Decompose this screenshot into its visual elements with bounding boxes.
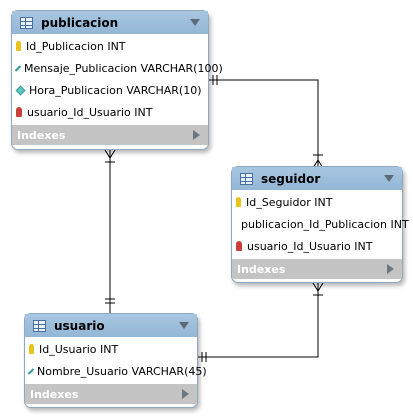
column-label: Id_Publicacion INT bbox=[26, 39, 126, 53]
table-icon bbox=[33, 319, 46, 332]
column-label: Mensaje_Publicacion VARCHAR(100) bbox=[24, 61, 223, 75]
column-diamond-icon bbox=[14, 64, 22, 72]
many-marker-crow bbox=[312, 282, 319, 292]
column-label: Id_Seguidor INT bbox=[246, 195, 333, 209]
expand-arrow-icon[interactable] bbox=[182, 389, 189, 399]
column-label: usuario_Id_Usuario INT bbox=[247, 239, 373, 253]
column-label: usuario_Id_Usuario INT bbox=[27, 105, 153, 119]
relationship-publicacion-seguidor bbox=[209, 79, 319, 168]
column-row[interactable]: Id_Seguidor INT bbox=[232, 191, 402, 213]
table-header[interactable]: publicacion bbox=[12, 11, 208, 34]
column-label: Hora_Publicacion VARCHAR(10) bbox=[29, 83, 202, 97]
table-seguidor[interactable]: seguidor Id_Seguidor INT publicacion_Id_… bbox=[231, 166, 409, 283]
indexes-label: Indexes bbox=[17, 128, 66, 142]
column-row[interactable]: Hora_Publicacion VARCHAR(10) bbox=[12, 79, 208, 101]
expand-arrow-icon[interactable] bbox=[193, 130, 200, 140]
column-row[interactable]: Nombre_Usuario VARCHAR(45) bbox=[25, 360, 207, 382]
table-icon bbox=[20, 16, 33, 29]
indexes-label: Indexes bbox=[30, 387, 79, 401]
column-row[interactable]: publicacion_Id_Publicacion INT bbox=[232, 213, 409, 235]
indexes-section[interactable]: Indexes bbox=[25, 384, 197, 404]
indexes-section[interactable]: Indexes bbox=[232, 259, 402, 279]
table-name: seguidor bbox=[261, 171, 321, 186]
column-label: Id_Usuario INT bbox=[39, 342, 119, 356]
column-row[interactable]: Id_Publicacion INT bbox=[12, 35, 208, 57]
indexes-section[interactable]: Indexes bbox=[12, 125, 208, 145]
collapse-arrow-icon[interactable] bbox=[384, 175, 394, 182]
column-diamond-icon bbox=[15, 85, 26, 95]
table-icon bbox=[240, 172, 253, 185]
column-row[interactable]: Mensaje_Publicacion VARCHAR(100) bbox=[12, 57, 223, 79]
primary-key-icon bbox=[16, 41, 21, 51]
column-label: publicacion_Id_Publicacion INT bbox=[241, 217, 409, 231]
primary-key-icon bbox=[29, 344, 34, 354]
foreign-key-icon bbox=[236, 241, 242, 251]
indexes-label: Indexes bbox=[237, 262, 286, 276]
table-header[interactable]: usuario bbox=[25, 314, 197, 337]
column-row[interactable]: usuario_Id_Usuario INT bbox=[12, 101, 208, 123]
table-publicacion[interactable]: publicacion Id_Publicacion INT Mensaje_P… bbox=[11, 10, 223, 150]
foreign-key-icon bbox=[16, 107, 22, 117]
primary-key-icon bbox=[236, 197, 241, 207]
table-name: usuario bbox=[54, 318, 105, 333]
many-marker-crow bbox=[109, 149, 116, 159]
column-row[interactable]: usuario_Id_Usuario INT bbox=[232, 235, 402, 257]
table-header[interactable]: seguidor bbox=[232, 167, 402, 190]
table-name: publicacion bbox=[41, 15, 119, 30]
column-row[interactable]: Id_Usuario INT bbox=[25, 338, 197, 360]
column-diamond-icon bbox=[27, 367, 35, 375]
collapse-arrow-icon[interactable] bbox=[179, 322, 189, 329]
collapse-arrow-icon[interactable] bbox=[190, 19, 200, 26]
table-usuario[interactable]: usuario Id_Usuario INT Nombre_Usuario VA… bbox=[24, 313, 207, 408]
many-marker-crow bbox=[317, 282, 324, 292]
expand-arrow-icon[interactable] bbox=[387, 264, 394, 274]
many-marker-crow bbox=[104, 149, 111, 159]
relationship-usuario-seguidor bbox=[198, 283, 319, 358]
column-label: Nombre_Usuario VARCHAR(45) bbox=[37, 364, 207, 378]
